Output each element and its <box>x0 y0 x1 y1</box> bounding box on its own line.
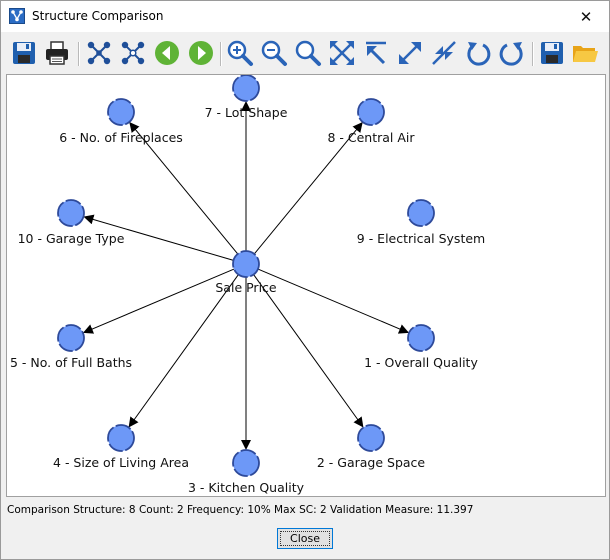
move-top-left-button[interactable] <box>361 38 391 68</box>
graph-node-label-n8: 8 - Central Air <box>327 130 415 145</box>
close-button[interactable]: Close <box>277 528 333 549</box>
window-close-button[interactable]: ✕ <box>563 1 609 32</box>
zoom-in-button[interactable] <box>225 38 255 68</box>
status-text: Comparison Structure: 8 Count: 2 Frequen… <box>7 504 474 516</box>
graph-node-n8[interactable] <box>357 98 385 126</box>
toolbar <box>1 35 609 73</box>
graph-edge-n1 <box>257 268 410 334</box>
zoom-out-button[interactable] <box>259 38 289 68</box>
app-icon <box>9 8 25 24</box>
graph-node-label-n3: 3 - Kitchen Quality <box>188 480 305 495</box>
zoom-out-icon <box>261 40 287 66</box>
print-icon <box>46 41 68 65</box>
contract-diagonal-icon <box>432 41 456 65</box>
next-icon <box>189 41 213 65</box>
next-button[interactable] <box>186 38 216 68</box>
structure-graph-canvas: 7 - Lot Shape 6 - No. of Fireplaces 8 - Ce… <box>6 74 606 497</box>
save-structure-icon <box>541 42 563 64</box>
rotate-left-button[interactable] <box>463 38 493 68</box>
graph-node-n6[interactable] <box>107 98 135 126</box>
network-collapse-button[interactable] <box>118 38 148 68</box>
fit-to-window-button[interactable] <box>327 38 357 68</box>
zoom-fit-icon <box>295 40 321 66</box>
graph-node-n10[interactable] <box>57 199 85 227</box>
graph-node-n4[interactable] <box>107 424 135 452</box>
toolbar-separator <box>220 42 222 66</box>
graph-node-label-n1: 1 - Overall Quality <box>364 355 478 370</box>
zoom-in-icon <box>227 40 253 66</box>
graph-edge-n2 <box>253 274 364 428</box>
title-bar: Structure Comparison ✕ <box>1 1 609 32</box>
graph-node-n2[interactable] <box>357 424 385 452</box>
graph-node-n7[interactable] <box>232 75 260 102</box>
save-structure-button[interactable] <box>537 38 567 68</box>
zoom-fit-button[interactable] <box>293 38 323 68</box>
graph-node-label-n2: 2 - Garage Space <box>317 455 426 470</box>
graph-edge-n5 <box>82 268 235 334</box>
expand-diagonal-button[interactable] <box>395 38 425 68</box>
toolbar-separator <box>78 42 80 66</box>
graph-edge-n4 <box>128 274 239 428</box>
network-expand-icon <box>87 41 111 65</box>
print-button[interactable] <box>42 38 72 68</box>
rotate-left-icon <box>467 42 491 66</box>
graph-node-n5[interactable] <box>57 324 85 352</box>
network-expand-button[interactable] <box>84 38 114 68</box>
graph-node-label-center: Sale Price <box>215 280 277 295</box>
graph-node-n9[interactable] <box>407 199 435 227</box>
graph-edge-n8 <box>253 122 363 255</box>
open-folder-icon <box>573 46 598 62</box>
network-collapse-icon <box>121 41 145 65</box>
graph-node-label-n4: 4 - Size of Living Area <box>53 455 189 470</box>
move-top-left-icon <box>366 41 386 65</box>
rotate-right-button[interactable] <box>497 38 527 68</box>
graph-node-label-n5: 5 - No. of Full Baths <box>10 355 132 370</box>
graph-node-label-n10: 10 - Garage Type <box>18 231 125 246</box>
fit-to-window-icon <box>330 41 354 65</box>
save-button[interactable] <box>9 38 39 68</box>
window-title: Structure Comparison <box>32 9 164 23</box>
graph-node-center[interactable] <box>232 250 260 278</box>
graph-node-label-n7: 7 - Lot Shape <box>205 105 288 120</box>
previous-button[interactable] <box>152 38 182 68</box>
graph-node-n1[interactable] <box>407 324 435 352</box>
open-folder-button[interactable] <box>570 38 600 68</box>
save-icon <box>13 42 35 64</box>
close-icon: ✕ <box>579 8 593 26</box>
graph-node-n3[interactable] <box>232 449 260 477</box>
toolbar-separator <box>532 42 534 66</box>
rotate-right-icon <box>499 42 523 66</box>
graph-edge-n6 <box>129 122 239 255</box>
graph-node-label-n9: 9 - Electrical System <box>357 231 485 246</box>
graph-edge-n10 <box>83 214 234 261</box>
contract-diagonal-button[interactable] <box>429 38 459 68</box>
structure-graph: 7 - Lot Shape 6 - No. of Fireplaces 8 - Ce… <box>10 75 485 495</box>
graph-node-label-n6: 6 - No. of Fireplaces <box>59 130 183 145</box>
expand-diagonal-icon <box>399 42 421 64</box>
previous-icon <box>155 41 179 65</box>
